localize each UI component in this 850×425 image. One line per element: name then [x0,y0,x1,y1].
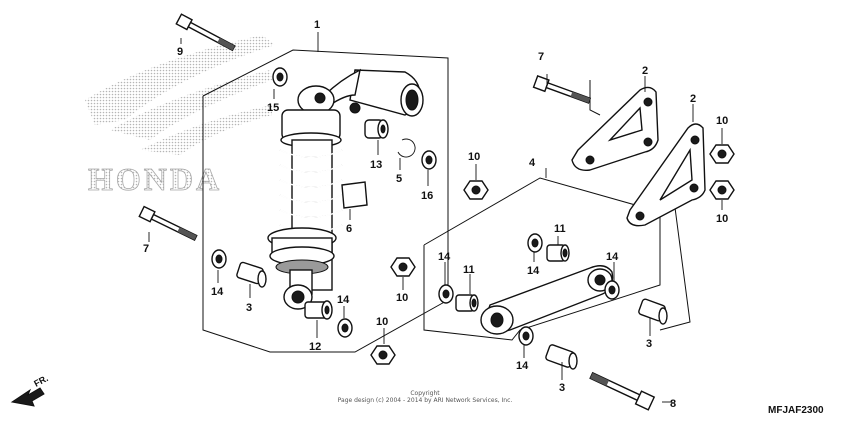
front-direction-label: FR. [32,373,49,389]
washer-14-lower [337,318,353,338]
callout-14-link-c: 14 [606,251,619,263]
shock-absorber-1 [267,68,424,310]
honda-wing-logo: HONDA [85,35,275,197]
callout-11-b: 11 [554,223,566,235]
nut-10-left-link [390,257,416,277]
callout-3-right: 3 [646,338,652,350]
callout-7-right: 7 [538,51,544,63]
callout-14-link-b: 14 [527,265,540,277]
callout-14-lower: 14 [337,294,350,306]
washer-16 [421,150,437,170]
nut-10-bracket-lower [709,180,735,200]
callout-10-bracket-upper: 10 [716,115,728,127]
callout-6: 6 [346,223,352,235]
collar-3-right [638,298,668,325]
link-arm-4 [480,265,614,335]
front-direction-arrow: FR. [10,373,50,407]
callout-4: 4 [529,157,536,169]
nut-10-bracket-upper [709,144,735,164]
bushing-11-a [455,294,479,312]
bushing-13 [364,119,389,139]
callout-10-link: 10 [396,292,408,304]
callout-9: 9 [177,46,183,58]
bolt-8 [589,371,656,411]
collar-3-bottom [545,344,578,370]
callout-14-link-a: 14 [438,251,451,263]
bracket-2-rear [571,86,659,171]
honda-watermark-text: HONDA [88,161,222,197]
callout-2-rear: 2 [642,65,648,77]
washer-15 [272,67,288,87]
callout-labels: 1 2 2 7 7 9 15 13 5 16 6 14 3 12 14 10 1… [143,19,728,410]
link-assembly-frame [423,177,661,341]
diagram-code: MFJAF2300 [768,405,824,416]
callout-5: 5 [396,173,402,185]
nut-10-lower [370,345,396,365]
bolt-7-right [532,75,592,104]
callout-10-upper: 10 [468,151,480,163]
copyright-line-2: Page design (c) 2004 - 2014 by ARI Netwo… [338,397,513,404]
callout-15: 15 [267,102,279,114]
callout-14-left: 14 [211,286,224,298]
shock-assembly-frame [202,49,449,353]
bushing-11-b [546,244,570,262]
bracket-frame [589,80,691,331]
copyright-line-1: Copyright [410,390,440,397]
callout-13: 13 [370,159,382,171]
callout-10-bracket-lower: 10 [716,213,728,225]
callout-8: 8 [670,398,676,410]
callout-16: 16 [421,190,433,202]
washer-14-link-c [604,280,620,300]
bolt-7-left [138,205,198,241]
bushing-12 [304,300,333,320]
callout-7-left: 7 [143,243,149,255]
circlip-5 [397,138,416,158]
callout-3-bottom: 3 [559,382,565,394]
callout-3-left: 3 [246,302,252,314]
washer-14-link-d [518,326,534,346]
label-plate-6 [341,181,368,209]
collar-3-left [236,261,267,288]
callout-2-front: 2 [690,93,696,105]
callout-1: 1 [314,19,320,31]
callout-10-lower: 10 [376,316,388,328]
washer-14-left [211,249,227,269]
bracket-2-front [626,123,706,227]
callout-12: 12 [309,341,321,353]
bolt-9 [175,13,236,52]
callout-11-a: 11 [463,264,475,276]
callout-14-link-d: 14 [516,360,529,372]
washer-14-link-b [527,233,543,253]
leader-lines [148,32,723,403]
washer-14-link-a [438,284,454,304]
nut-10-upper [463,180,489,200]
